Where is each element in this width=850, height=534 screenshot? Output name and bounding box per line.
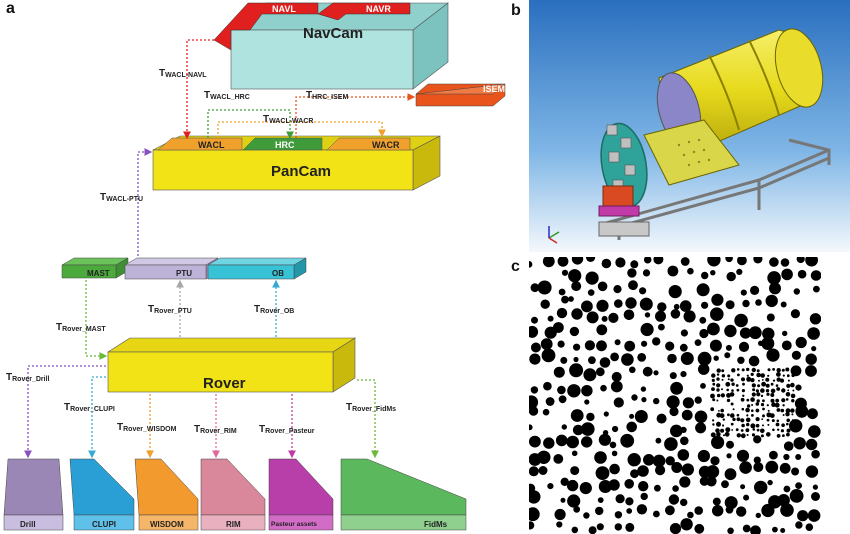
clupi-label: CLUPI — [92, 520, 116, 529]
t-rover-pasteur: TRover_Pasteur — [259, 424, 315, 435]
ob-label: OB — [272, 269, 284, 278]
drill-label: Drill — [20, 520, 36, 529]
navcam-label: NavCam — [303, 25, 363, 42]
ptu-label: PTU — [176, 269, 192, 278]
wacl-label: WACL — [198, 140, 225, 150]
navl-label: NAVL — [272, 4, 296, 14]
t-wacl-wacr: TWACL-WACR — [263, 114, 313, 125]
t-rover-clupi: TRover_CLUPI — [64, 402, 115, 413]
panel-label-c: c — [511, 258, 520, 275]
transform-arrows — [24, 39, 416, 459]
ob-block: OB — [207, 257, 307, 280]
t-wacl-hrc: TWACL_HRC — [204, 90, 250, 101]
rover-block: Rover — [106, 337, 357, 393]
mast-block: MAST — [61, 257, 129, 279]
t-rover-mast: TRover_MAST — [56, 322, 106, 333]
t-rover-drill: TRover_Drill — [6, 372, 50, 383]
t-rover-ob: TRover_OB — [254, 304, 294, 315]
wisdom-label: WISDOM — [150, 520, 184, 529]
fidms-label: FidMs — [424, 520, 448, 529]
pasteur-label: Pasteur assets — [271, 521, 317, 528]
pancam-block: WACL HRC WACR PanCam — [152, 135, 441, 191]
drill-block: Drill — [3, 458, 64, 531]
mast-label: MAST — [87, 269, 110, 278]
t-hrc-isem: THRC_ISEM — [306, 90, 348, 101]
ptu-block: PTU — [124, 257, 219, 280]
frame-transform-diagram: NAVL NAVR NavCam ISEM WACL HRC WACR PanC… — [3, 2, 506, 531]
panel-label-a: a — [6, 0, 15, 17]
navr-label: NAVR — [366, 4, 391, 14]
clupi-block: CLUPI — [69, 458, 135, 531]
rim-block: RIM — [200, 458, 266, 531]
wisdom-block: WISDOM — [134, 458, 199, 531]
cad-rendering-image — [529, 0, 850, 252]
rover-label: Rover — [203, 375, 246, 392]
pancam-label: PanCam — [271, 163, 331, 180]
panel-label-b: b — [511, 2, 521, 19]
t-rover-rim: TRover_RIM — [194, 424, 237, 435]
t-rover-wisdom: TRover_WISDOM — [117, 422, 177, 433]
rim-label: RIM — [226, 520, 241, 529]
navcam-block: NAVL NAVR NavCam — [213, 2, 449, 90]
isem-label: ISEM — [483, 84, 505, 94]
t-rover-ptu: TRover_PTU — [148, 304, 192, 315]
fidms-block: FidMs — [340, 458, 467, 531]
hrc-label: HRC — [275, 140, 295, 150]
wacr-label: WACR — [372, 140, 400, 150]
pasteur-block: Pasteur assets — [268, 458, 334, 531]
dot-calibration-pattern — [529, 257, 821, 534]
t-wacl-ptu: TWACL-PTU — [100, 192, 143, 203]
t-rover-fidms: TRover_FidMs — [346, 402, 396, 413]
t-wacl-navl: TWACL-NAVL — [159, 68, 207, 79]
transform-labels: TWACL-NAVL TWACL_HRC THRC_ISEM TWACL-WAC… — [6, 68, 396, 435]
isem-block: ISEM — [415, 83, 506, 107]
